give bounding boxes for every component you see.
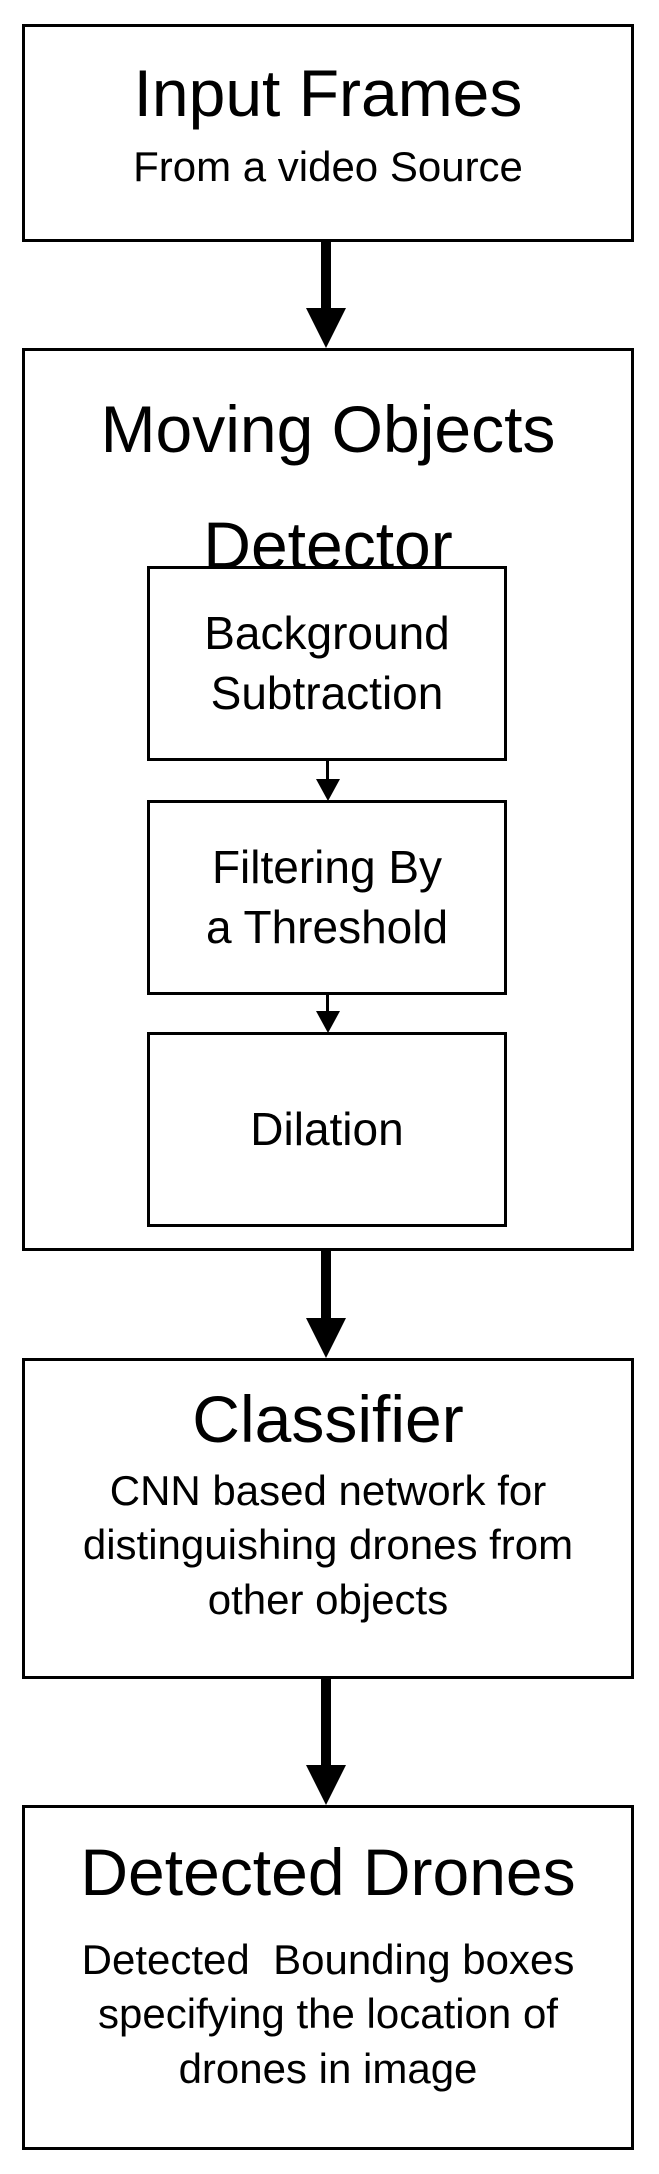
detected-drones-box: Detected Drones Detected Bounding boxes … (22, 1805, 634, 2150)
background-subtraction-line1: Background (204, 606, 450, 659)
classifier-description-line1: CNN based network for (109, 1466, 547, 1514)
filtering-threshold-line1: Filtering By (211, 840, 443, 893)
detected-drones-description-line2: specifying the location of (98, 1990, 558, 2038)
filtering-threshold-box: Filtering By a Threshold (147, 800, 507, 995)
classifier-box: Classifier CNN based network for disting… (22, 1358, 634, 1679)
dilation-label: Dilation (250, 1102, 404, 1155)
dilation-box: Dilation (147, 1032, 507, 1227)
classifier-description-line3: other objects (207, 1575, 449, 1623)
detected-drones-description-line3: drones in image (178, 2044, 478, 2092)
classifier-description-line2: distinguishing drones from (82, 1521, 574, 1569)
input-frames-box: Input Frames From a video Source (22, 24, 634, 242)
input-frames-subtitle: From a video Source (133, 142, 523, 190)
filtering-threshold-line2: a Threshold (205, 900, 449, 953)
detected-drones-title: Detected Drones (80, 1835, 576, 1909)
detected-drones-description-line1: Detected Bounding boxes (81, 1935, 575, 1983)
input-frames-title: Input Frames (133, 56, 523, 130)
background-subtraction-line2: Subtraction (210, 666, 444, 719)
detector-title-line1: Moving Objects (100, 392, 556, 466)
classifier-title: Classifier (192, 1382, 464, 1456)
background-subtraction-box: Background Subtraction (147, 566, 507, 761)
